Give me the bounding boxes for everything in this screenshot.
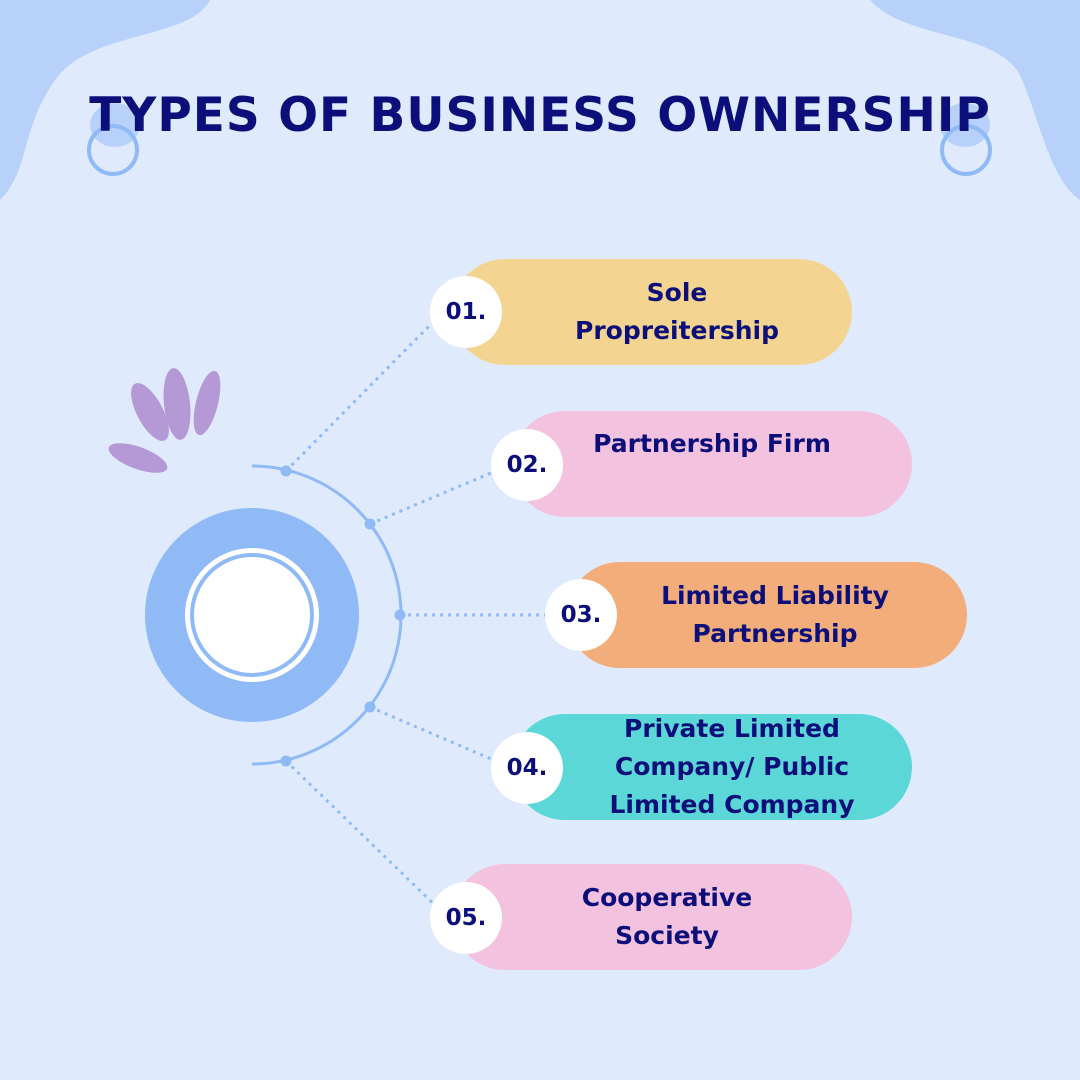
item-pill-2: Partnership Firm [512, 411, 912, 517]
hub-inner-circle [190, 553, 314, 677]
item-pill-5: Cooperative Society [452, 864, 852, 970]
corner-blob-top-right [870, 0, 1080, 200]
item-number-badge-5: 05. [430, 882, 502, 954]
item-pill-4: Private Limited Company/ Public Limited … [512, 714, 912, 820]
item-number-badge-2: 02. [491, 429, 563, 501]
item-pill-1: Sole Propreitership [452, 259, 852, 365]
item-label-3: Limited Liability Partnership [661, 581, 889, 648]
item-label-1: Sole Propreitership [575, 278, 779, 345]
corner-blob-top-left [0, 0, 210, 200]
leaf-decoration [108, 368, 221, 473]
item-label-5: Cooperative Society [581, 883, 753, 950]
connector-dots [280, 465, 406, 767]
page-title: TYPES OF BUSINESS OWNERSHIP [89, 88, 991, 143]
title-ornament-right-ring [940, 124, 992, 176]
item-number-badge-1: 01. [430, 276, 502, 348]
item-number-badge-4: 04. [491, 732, 563, 804]
item-label-2: Partnership Firm [593, 429, 831, 458]
item-label-4: Private Limited Company/ Public Limited … [609, 714, 855, 819]
item-pill-3: Limited Liability Partnership [567, 562, 967, 668]
connectors [284, 313, 550, 912]
item-number-badge-3: 03. [545, 579, 617, 651]
title-ornament-left-ring [87, 124, 139, 176]
